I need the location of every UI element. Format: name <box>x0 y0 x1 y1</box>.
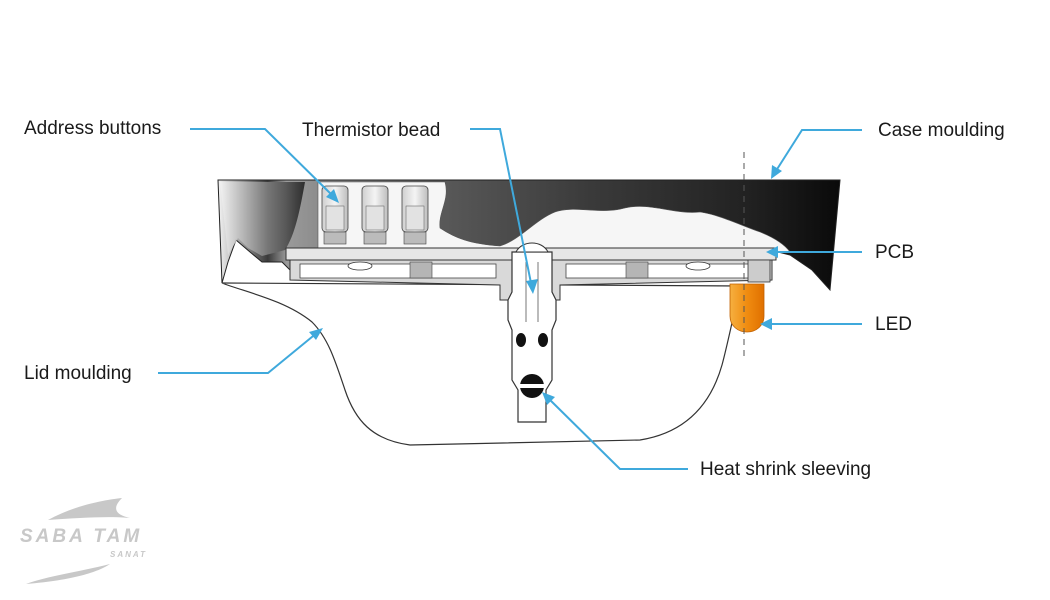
leader-arrowheads <box>309 165 782 405</box>
watermark-swoosh-icon <box>26 498 130 584</box>
case-left-inner-wall <box>220 182 305 256</box>
case-cutaway-interior <box>317 181 791 253</box>
watermark-main-text: SABA TAM <box>20 526 143 547</box>
arrowhead-lid <box>309 328 323 340</box>
arrowhead-pcb <box>766 246 778 258</box>
pcb-slot-right <box>565 263 763 279</box>
label-heat-shrink-sleeving: Heat shrink sleeving <box>700 459 872 480</box>
led-shape <box>729 283 765 333</box>
pcb-post-2 <box>625 261 649 279</box>
leader-address-buttons <box>190 128 336 199</box>
screw-right <box>685 261 711 271</box>
address-buttons-group <box>321 185 429 245</box>
arrowhead-led <box>760 318 772 330</box>
pcb-slot-left <box>299 263 497 279</box>
arrowhead-case <box>771 165 782 179</box>
screw-left <box>347 261 373 271</box>
leader-thermistor-bead <box>470 128 533 289</box>
arrowhead-thermistor <box>526 279 538 294</box>
leader-case-moulding <box>773 129 862 175</box>
leader-heat-shrink <box>545 395 688 470</box>
label-case-moulding: Case moulding <box>878 120 1005 141</box>
lid-moulding-shape <box>221 282 743 446</box>
leader-lines <box>158 128 862 470</box>
watermark-sub-text: SANAT <box>110 550 147 559</box>
thermistor-lead-right <box>538 333 548 347</box>
thermistor-housing <box>507 251 557 423</box>
led-holder <box>747 259 771 283</box>
label-address-buttons: Address buttons <box>24 118 162 139</box>
arrowhead-address <box>326 189 339 203</box>
label-led: LED <box>875 314 912 335</box>
address-button-3 <box>401 185 429 245</box>
leader-lid-moulding <box>158 331 319 374</box>
watermark-logo: SABA TAM SANAT <box>18 496 148 588</box>
label-pcb: PCB <box>875 242 915 263</box>
arrowhead-heat <box>542 392 555 405</box>
pcb-post-1 <box>409 261 433 279</box>
label-lid-moulding: Lid moulding <box>24 363 132 384</box>
address-button-2 <box>361 185 389 245</box>
label-thermistor-bead: Thermistor bead <box>302 120 441 141</box>
thermistor-lead-left <box>516 333 526 347</box>
